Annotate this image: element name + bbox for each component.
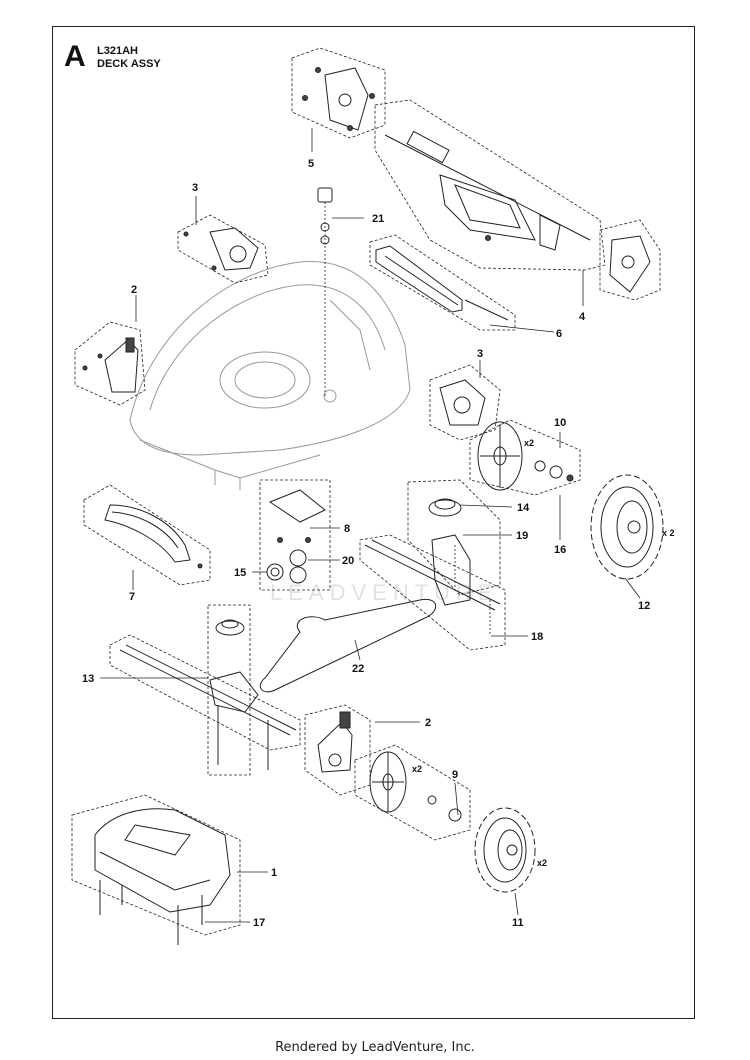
group-box-2-top — [74, 321, 146, 406]
callout-14: 14 — [517, 502, 530, 514]
callout-21: 21 — [372, 213, 384, 225]
callout-2-top: 2 — [131, 284, 137, 296]
qty-hub-9: x2 — [412, 764, 422, 774]
callout-20: 20 — [342, 555, 354, 567]
group-box-10 — [469, 419, 581, 496]
group-box-2-bottom — [304, 704, 371, 796]
quantity-marks: x 2 x2 x2 x2 — [412, 438, 675, 868]
group-box-5 — [291, 47, 386, 139]
group-box-3-top — [177, 214, 269, 284]
diagram-title-block: L321AH DECK ASSY — [97, 45, 161, 71]
drive-hub-rear — [477, 421, 574, 491]
drive-hub-front — [369, 751, 462, 822]
group-box-4-right — [599, 219, 661, 301]
group-box-3-right — [429, 364, 501, 441]
height-adjuster-rear — [439, 379, 486, 426]
pulley-bracket-bearings — [266, 489, 326, 584]
group-box-1 — [71, 794, 241, 936]
callout-4: 4 — [579, 311, 586, 323]
callout-7: 7 — [129, 591, 135, 603]
callout-1: 1 — [271, 867, 277, 879]
qty-wheel-11: x2 — [537, 858, 547, 868]
callout-6: 6 — [556, 328, 562, 340]
callout-labels: 5 3 21 2 4 6 3 10 14 19 16 12 8 20 15 18… — [82, 158, 650, 929]
model-number: L321AH — [97, 45, 138, 57]
group-box-7 — [83, 484, 211, 586]
mower-deck — [129, 260, 411, 490]
height-lever-rear — [82, 337, 139, 393]
callout-13: 13 — [82, 673, 94, 685]
group-box-4 — [374, 99, 606, 271]
group-box-13 — [109, 634, 301, 751]
callout-2-bottom: 2 — [425, 717, 431, 729]
callout-17: 17 — [253, 917, 265, 929]
callout-10: 10 — [554, 417, 566, 429]
callout-3-right: 3 — [477, 348, 483, 360]
spindle-fastener-stack — [317, 187, 333, 396]
handle-bracket-left — [302, 67, 375, 131]
footer-credit: Rendered by LeadVenture, Inc. — [275, 1040, 475, 1055]
group-box-6 — [369, 234, 516, 331]
rear-wheel — [590, 474, 664, 580]
group-box-gearbox — [407, 479, 501, 596]
callout-22: 22 — [352, 663, 364, 675]
rear-flap-assembly — [384, 130, 651, 293]
callout-18: 18 — [531, 631, 543, 643]
group-box-9 — [354, 744, 471, 841]
callout-16: 16 — [554, 544, 566, 556]
qty-wheel-12: x 2 — [662, 528, 675, 538]
qty-hub-10: x2 — [524, 438, 534, 448]
front-bumper — [104, 504, 203, 569]
callout-19: 19 — [516, 530, 528, 542]
callout-9: 9 — [452, 769, 458, 781]
callout-15: 15 — [234, 567, 246, 579]
callout-5: 5 — [308, 158, 314, 170]
drive-belt — [259, 598, 437, 693]
rear-deflector-plate — [375, 245, 509, 321]
rear-drive-assembly — [364, 498, 501, 636]
group-box-axle-rear — [359, 534, 506, 651]
callout-12: 12 — [638, 600, 650, 612]
assembly-title: DECK ASSY — [97, 58, 161, 70]
section-letter: A — [64, 40, 86, 73]
height-lever-front — [317, 711, 353, 773]
front-wheel — [474, 807, 536, 893]
diagram-frame — [52, 26, 695, 1019]
callout-8: 8 — [344, 523, 350, 535]
callout-3-top: 3 — [192, 182, 198, 194]
group-box-8 — [259, 479, 331, 591]
callout-11: 11 — [512, 917, 524, 929]
top-cover — [94, 808, 231, 945]
watermark: LEADVENTURE — [270, 580, 499, 605]
height-adjuster-front — [183, 227, 259, 271]
group-box-pulley — [207, 604, 251, 776]
front-gearbox-axle — [119, 619, 297, 770]
leader-lines — [100, 128, 641, 923]
